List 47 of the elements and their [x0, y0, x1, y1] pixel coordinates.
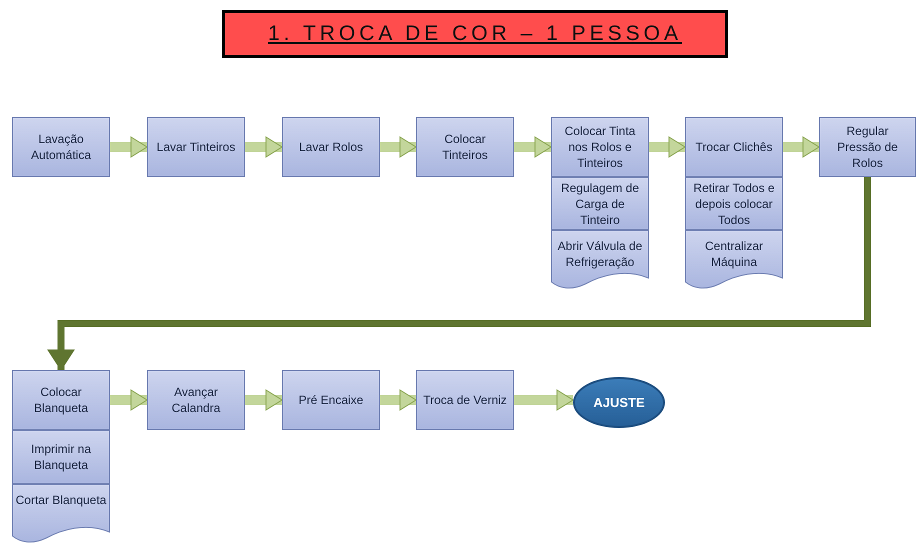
title: 1. TROCA DE COR – 1 PESSOA: [268, 22, 682, 46]
document-box: [685, 230, 783, 288]
process-box: [282, 370, 380, 430]
block-arrow: [110, 136, 148, 158]
document-box: [12, 484, 110, 542]
process-box: [416, 117, 514, 177]
process-box: [685, 117, 783, 177]
process-box: [12, 117, 110, 177]
block-arrow: [245, 390, 282, 410]
process-box: [12, 370, 110, 430]
block-arrow: [245, 136, 282, 158]
step-label: Colocar Tinteiros: [441, 131, 489, 163]
step-label: Retirar Todos e depois colocar Todos: [692, 180, 776, 228]
step-label: Regular Pressão de Rolos: [836, 123, 899, 171]
block-arrow: [514, 390, 574, 410]
step-label: AJUSTE: [592, 394, 646, 410]
connector-arrow: [48, 177, 871, 370]
block-arrow: [380, 390, 416, 410]
process-box: [282, 117, 380, 177]
block-arrow: [783, 136, 820, 158]
step-label: Troca de Verniz: [422, 392, 508, 408]
step-label: Pré Encaixe: [298, 392, 364, 408]
step-label: Cortar Blanqueta: [14, 492, 108, 508]
step-label: Regulagem de Carga de Tinteiro: [560, 180, 640, 228]
step-label: Centralizar Máquina: [704, 238, 764, 270]
process-box: [551, 177, 649, 230]
process-box: [147, 117, 245, 177]
step-label: Colocar Blanqueta: [32, 384, 90, 416]
process-box: [819, 117, 916, 177]
process-box: [12, 430, 110, 484]
process-box: [416, 370, 514, 430]
process-box: [685, 177, 783, 230]
step-label: Abrir Válvula de Refrigeração: [556, 238, 644, 270]
block-arrow: [514, 136, 552, 158]
step-label: Colocar Tinta nos Rolos e Tinteiros: [564, 123, 636, 171]
step-label: Lavar Tinteiros: [156, 139, 236, 155]
step-label: Lavar Rolos: [298, 139, 364, 155]
document-box: [551, 230, 649, 288]
process-box: [147, 370, 245, 430]
block-arrow: [649, 136, 686, 158]
block-arrow: [380, 136, 416, 158]
block-arrow: [110, 390, 148, 410]
step-label: Lavação Automática: [30, 131, 92, 163]
process-box: [551, 117, 649, 177]
step-label: Avançar Calandra: [170, 384, 222, 416]
step-label: Trocar Clichês: [694, 139, 774, 155]
step-label: Imprimir na Blanqueta: [30, 441, 92, 473]
